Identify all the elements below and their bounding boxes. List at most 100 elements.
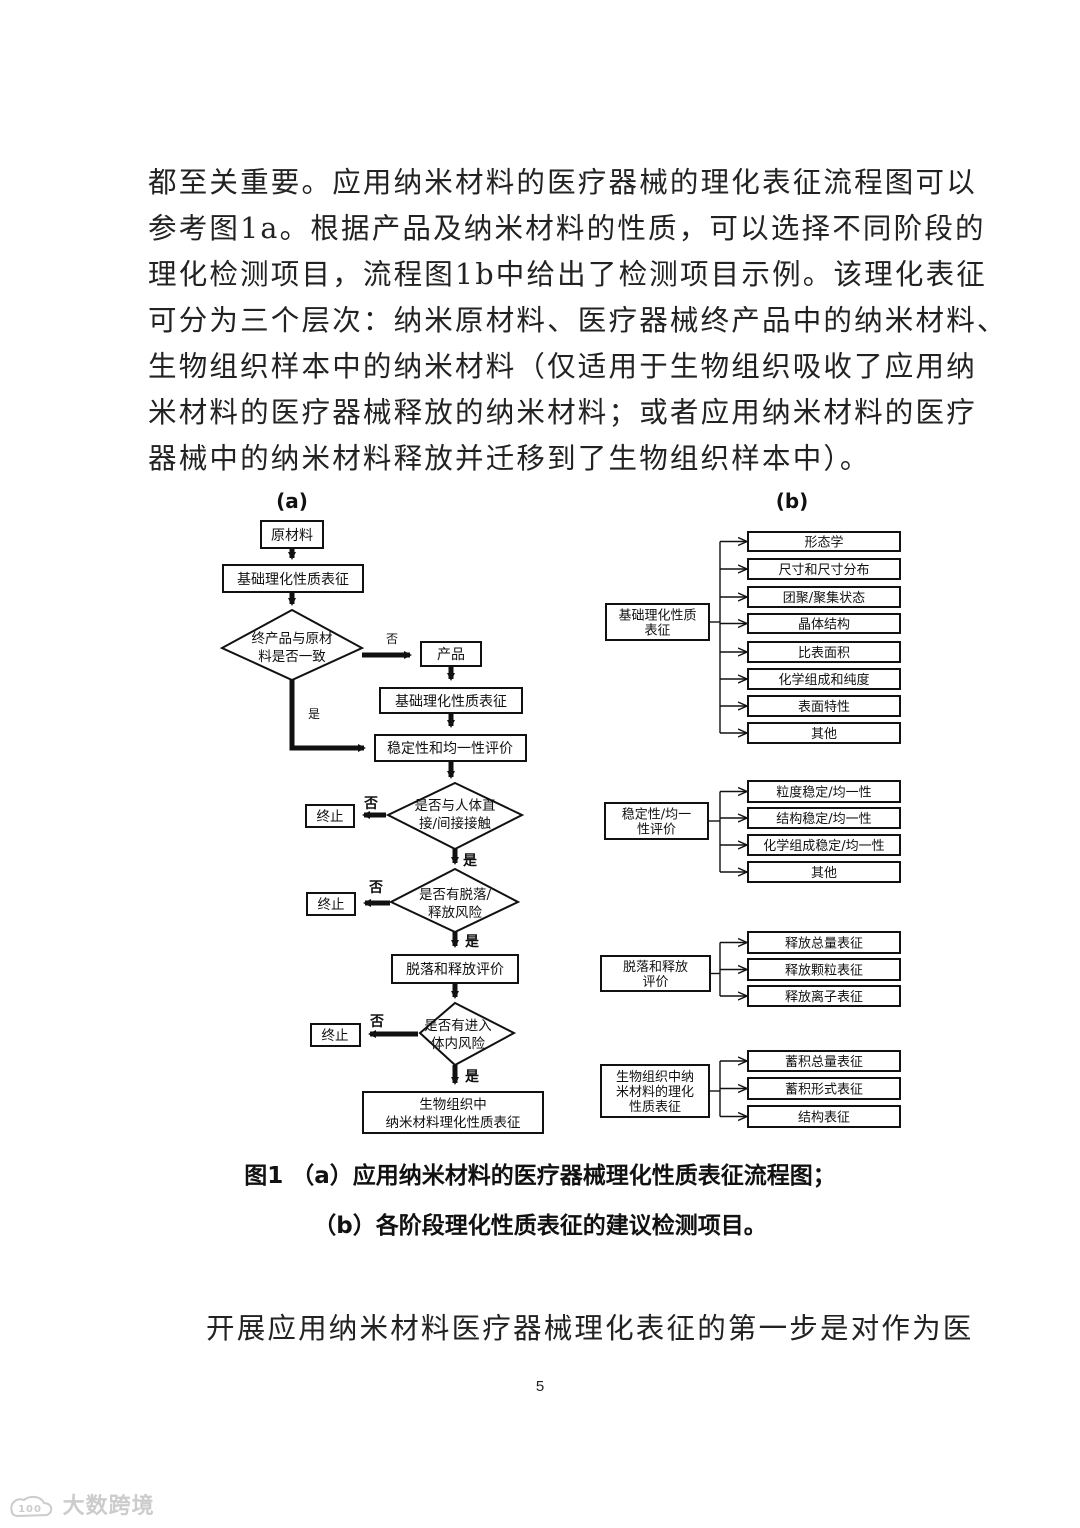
intro-line: 参考图1a。根据产品及纳米材料的性质，可以选择不同阶段的 [148,212,986,245]
item-text: 其他 [811,866,837,881]
no-label: 否 [363,796,378,812]
item-box [747,1077,901,1100]
intro-line: 米材料的医疗器械释放的纳米材料；或者应用纳米材料的医疗 [148,396,977,429]
item-box [747,1050,901,1072]
group-label-text: 性评价 [637,823,676,838]
item-text: 形态学 [804,535,843,551]
basic-characterization-box-2 [379,687,523,714]
item-text: 释放颗粒表征 [785,964,863,979]
intro-line: 器械中的纳米材料释放并迁移到了生物组织样本中）。 [148,442,871,475]
flowchart-connectors [288,548,459,1085]
group-label-box [600,955,711,992]
group-label-box [605,603,710,641]
item-text: 表面特性 [798,700,850,715]
intro-paragraph: 都至关重要。应用纳米材料的医疗器械的理化表征流程图可以 参考图1a。根据产品及纳… [148,160,1008,482]
terminate-text-3: 终止 [322,1028,349,1044]
item-text: 释放离子表征 [785,989,863,1005]
tissue-characterization-text: 纳米材料理化性质表征 [386,1115,521,1131]
tissue-characterization-text: 生物组织中 [419,1097,487,1113]
item-box [747,641,901,663]
group-label-text: 米材料的理化 [616,1084,694,1100]
watermark-logo-text: 100 [18,1504,42,1515]
terminate-box-1 [305,804,355,828]
decision-contact-diamond [385,781,525,851]
item-text: 团聚/聚集状态 [783,590,865,606]
raw-material-text: 原材料 [271,528,313,544]
item-box [747,531,901,552]
decision-shedding-text: 是否有脱落/ [419,887,491,903]
decision-shedding-diamond [388,867,521,934]
group-label-box [600,1064,710,1118]
terminate-box-3 [310,1023,361,1047]
item-text: 化学组成和纯度 [778,672,869,688]
item-box [747,958,901,981]
item-text: 蓄积总量表征 [785,1055,863,1070]
item-box [747,1105,901,1128]
item-box [747,807,901,829]
intro-line: 都至关重要。应用纳米材料的医疗器械的理化表征流程图可以 [148,166,977,199]
body-line: 开展应用纳米材料医疗器械理化表征的第一步是对作为医 [206,1312,974,1345]
item-box [747,861,901,883]
basic-characterization-box-1 [222,564,364,593]
item-text: 蓄积形式表征 [785,1083,863,1098]
decision-consistent-diamond [219,608,365,682]
yes-label: 是 [463,853,478,869]
item-text: 尺寸和尺寸分布 [778,563,869,578]
no-label: 否 [369,1014,384,1030]
decision-contact-text: 是否与人体直 [415,798,496,814]
item-box [747,586,901,608]
group-label-text: 生物组织中纳 [616,1070,694,1085]
panel-a-label: (a) [276,489,308,513]
shedding-evaluation-text: 脱落和释放评价 [406,962,504,978]
terminate-text-1: 终止 [317,809,344,825]
group-label-text: 评价 [642,975,668,990]
arrow [289,680,366,752]
product-box [420,641,482,667]
decision-shedding-text: 释放风险 [428,905,482,921]
item-box [747,695,901,717]
group-label-text: 基础理化性质 [618,609,696,624]
no-label: 否 [368,880,383,896]
decision-entry-diamond [418,1001,517,1067]
stability-evaluation-box [374,734,527,762]
decision-contact-text: 接/间接接触 [419,815,492,832]
tissue-characterization-box [362,1091,544,1134]
item-box [747,985,901,1007]
item-text: 释放总量表征 [785,937,863,952]
group-label-box [604,802,709,840]
decision-consistent-text: 终产品与原材 [252,631,333,647]
yes-label: 是 [308,707,320,721]
page-number: 5 [535,1378,545,1395]
decision-consistent-text: 料是否一致 [258,649,326,665]
watermark-logo-icon: 100 [10,1495,53,1518]
yes-label: 是 [465,1069,480,1085]
watermark: 100 大数跨境 [8,1488,155,1520]
item-box [747,722,901,744]
figure-caption-line-2: （b）各阶段理化性质表征的建议检测项目。 [313,1213,767,1239]
item-text: 其他 [811,727,837,742]
no-label: 否 [386,632,398,646]
intro-line: 理化检测项目，流程图1b中给出了检测项目示例。该理化表征 [148,258,987,291]
decision-entry-text: 体内风险 [431,1036,485,1052]
item-box [747,613,901,634]
item-box [747,668,901,690]
item-text: 结构稳定/均一性 [776,811,871,827]
item-text: 结构表征 [798,1111,850,1126]
decision-entry-text: 是否有进入 [424,1018,492,1034]
group-label-text: 表征 [644,624,670,639]
item-text: 化学组成稳定/均一性 [763,838,884,854]
terminate-text-2: 终止 [318,897,345,913]
basic-characterization-text-2: 基础理化性质表征 [395,693,507,710]
shedding-evaluation-box [391,954,519,984]
group-label-text: 性质表征 [629,1100,681,1115]
item-box [747,780,901,803]
group-label-text: 稳定性/均一 [622,807,691,823]
body-paragraph: 开展应用纳米材料医疗器械理化表征的第一步是对作为医 [206,1306,1006,1352]
item-text: 晶体结构 [798,618,850,633]
watermark-text: 大数跨境 [62,1494,155,1519]
items-panel: 基础理化性质表征 形态学尺寸和尺寸分布团聚/聚集状态晶体结构比表面积化学组成和纯度… [600,531,901,1128]
figure-caption-line-1: 图1 （a）应用纳米材料的医疗器械理化性质表征流程图； [244,1163,836,1189]
item-text: 比表面积 [798,646,850,661]
intro-line: 可分为三个层次：纳米原材料、医疗器械终产品中的纳米材料、 [148,304,1008,337]
basic-characterization-text-1: 基础理化性质表征 [237,571,349,588]
